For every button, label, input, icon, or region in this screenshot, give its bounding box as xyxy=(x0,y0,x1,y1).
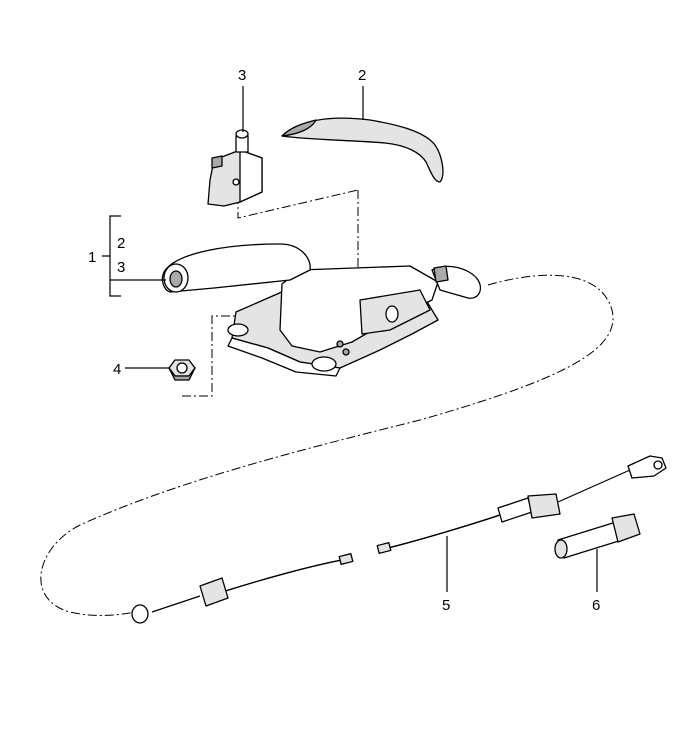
brake-cable-left-part xyxy=(131,553,354,624)
handbrake-lever-part xyxy=(161,243,482,377)
bracket-1 xyxy=(102,215,166,297)
callout-1: 1 xyxy=(88,249,96,266)
callout-5: 5 xyxy=(442,597,450,614)
callout-2: 2 xyxy=(358,67,366,84)
sleeve-part xyxy=(554,513,641,559)
callout-1-sub-3: 3 xyxy=(117,259,125,276)
nut-part xyxy=(168,359,196,381)
callout-4: 4 xyxy=(113,361,121,378)
callout-3: 3 xyxy=(238,67,246,84)
brake-cable-part xyxy=(376,455,667,554)
grip-cover-part xyxy=(281,117,444,183)
cable-routing-line xyxy=(40,274,614,616)
callout-1-sub-2: 2 xyxy=(117,235,125,252)
callout-6: 6 xyxy=(592,597,600,614)
switch-part xyxy=(207,129,263,207)
